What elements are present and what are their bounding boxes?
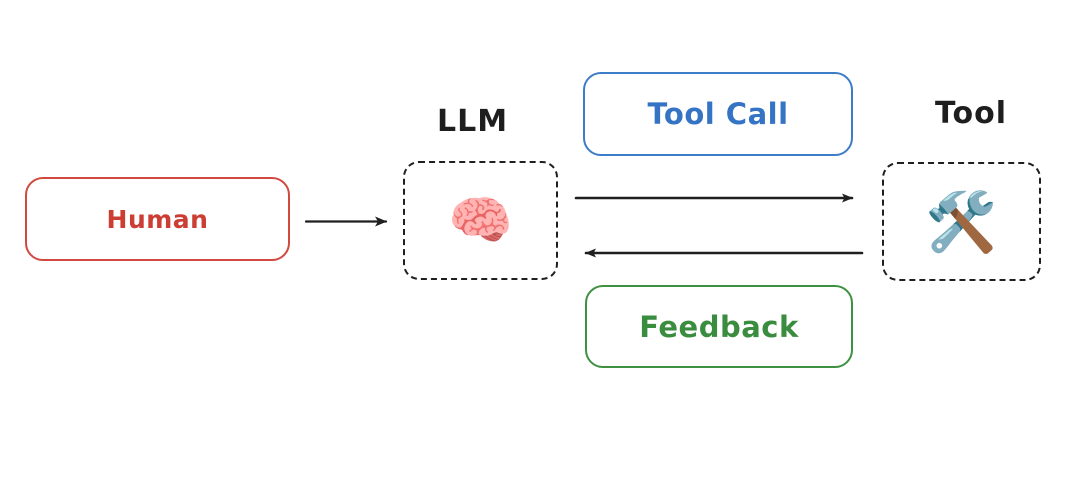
node-llm-caption: LLM (437, 104, 509, 139)
edge-label-tool-call[interactable]: Tool Call (583, 72, 853, 156)
node-human-label: Human (106, 204, 209, 234)
node-tool[interactable]: 🛠️ (882, 162, 1041, 281)
hammer-and-wrench-icon: 🛠️ (925, 187, 998, 256)
edge-label-feedback[interactable]: Feedback (585, 285, 853, 368)
node-human[interactable]: Human (25, 177, 290, 261)
edge-label-feedback-text: Feedback (639, 309, 799, 344)
node-tool-caption: Tool (935, 96, 1007, 131)
brain-icon: 🧠 (448, 190, 513, 251)
node-llm[interactable]: 🧠 (403, 161, 558, 280)
edge-label-tool-call-text: Tool Call (647, 97, 789, 131)
